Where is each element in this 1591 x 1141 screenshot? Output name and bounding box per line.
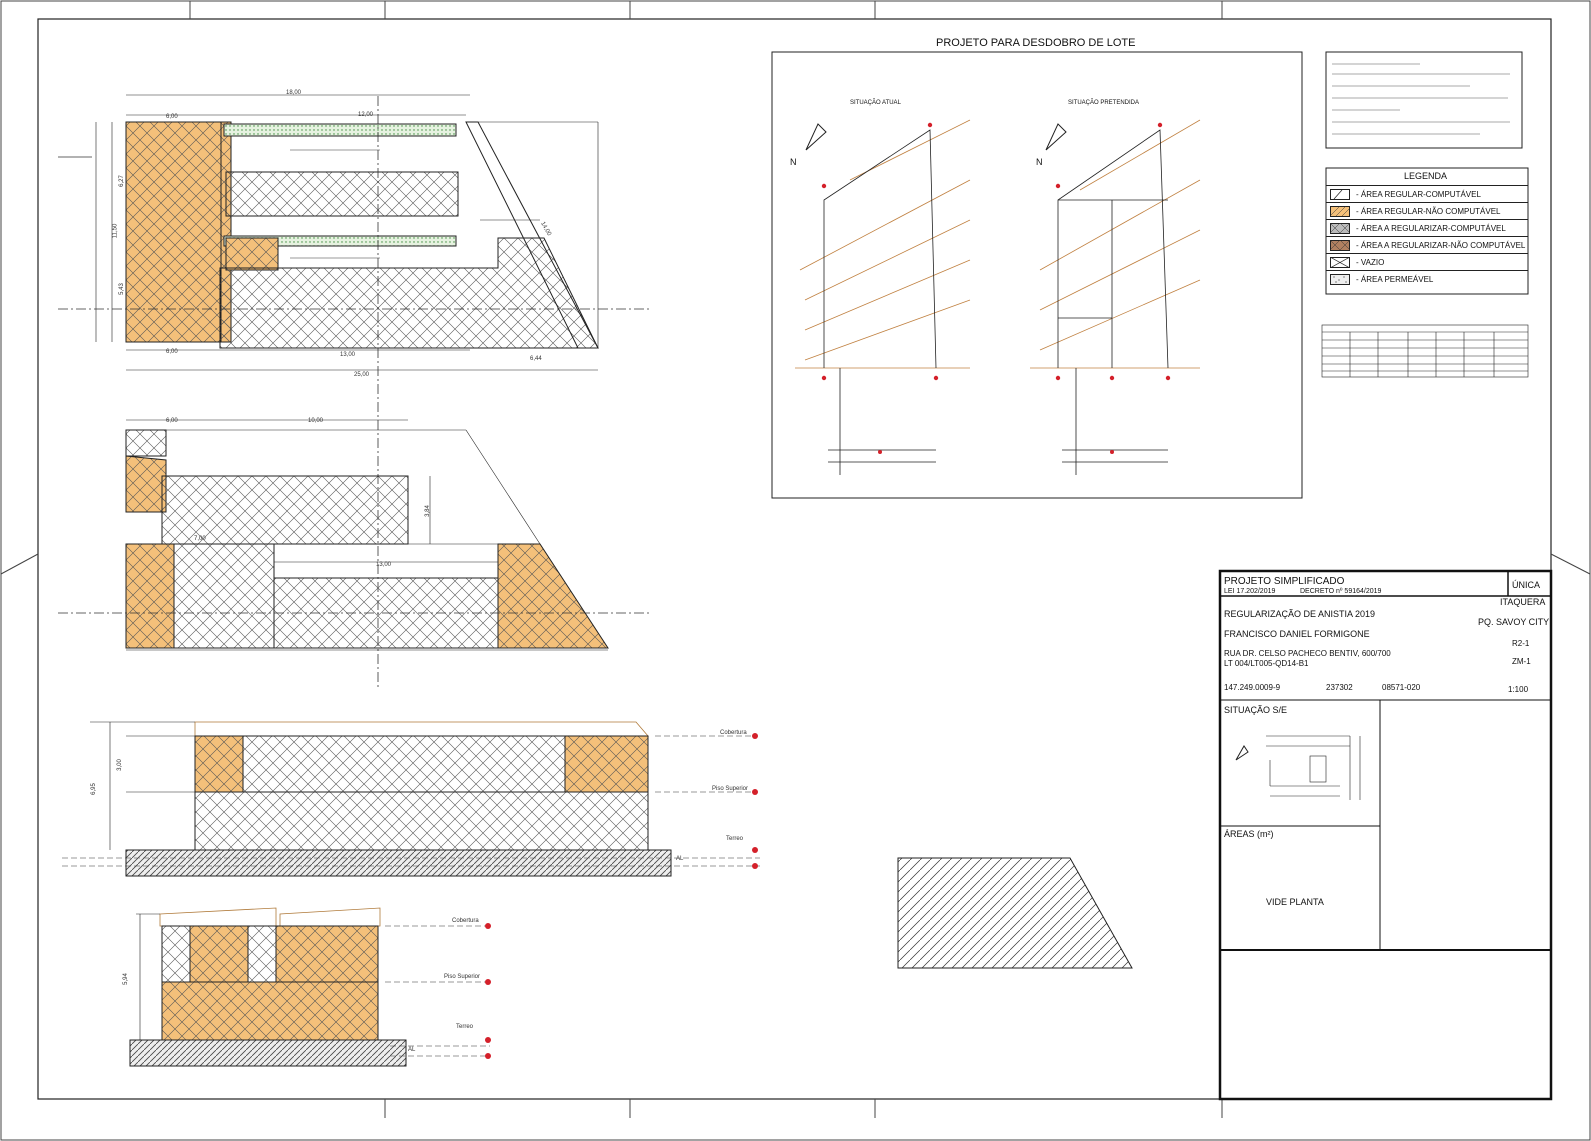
dim-bottom-c: 6,44 bbox=[530, 356, 542, 362]
dim-plan2-vertical: 3,84 bbox=[424, 505, 431, 517]
level-terreo-1: Terreo bbox=[726, 836, 744, 842]
cross-hatch-swatch bbox=[1330, 223, 1350, 234]
dim-top-left: 6,00 bbox=[166, 114, 178, 120]
level-al-1: AL bbox=[676, 856, 684, 862]
level-cobertura-2: Cobertura bbox=[452, 918, 479, 924]
level-al-2: AL bbox=[408, 1047, 416, 1053]
project-type: PROJETO SIMPLIFICADO bbox=[1224, 576, 1345, 587]
decree-reference: DECRETO nº 59164/2019 bbox=[1300, 588, 1382, 595]
drawing-title: PROJETO PARA DESDOBRO DE LOTE bbox=[936, 37, 1136, 49]
legend-item-permeavel: - ÁREA PERMEÁVEL bbox=[1326, 270, 1528, 288]
situation-current-label: SITUAÇÃO ATUAL bbox=[850, 100, 901, 106]
contributor-number: 147.249.0009-9 bbox=[1224, 683, 1281, 692]
north-label-2: N bbox=[1036, 157, 1043, 167]
zone: ZM-1 bbox=[1512, 657, 1531, 666]
dim-bottom-total: 25,00 bbox=[354, 372, 370, 378]
neighborhood: PQ. SAVOY CITY bbox=[1478, 617, 1550, 627]
dim-section2-v: 5,94 bbox=[122, 973, 129, 985]
address: RUA DR. CELSO PACHECO BENTIV, 600/700 bbox=[1224, 649, 1391, 658]
legend: LEGENDA - ÁREA REGULAR-COMPUTÁVEL - ÁREA… bbox=[1326, 168, 1528, 294]
section-a bbox=[62, 721, 760, 877]
ground-floor-plan bbox=[58, 94, 650, 690]
dim-top-mid: 12,00 bbox=[358, 112, 374, 118]
section-b bbox=[129, 907, 491, 1067]
legend-item-regularizar-computavel: - ÁREA A REGULARIZAR-COMPUTÁVEL bbox=[1326, 219, 1528, 237]
subject: REGULARIZAÇÃO DE ANISTIA 2019 bbox=[1224, 609, 1376, 619]
lot-code: R2-1 bbox=[1512, 639, 1530, 648]
prefecture: ITAQUERA bbox=[1500, 597, 1546, 607]
north-label-1: N bbox=[790, 157, 797, 167]
dim-section-v1: 3,00 bbox=[116, 759, 123, 771]
situation-heading: SITUAÇÃO S/E bbox=[1224, 705, 1288, 715]
diagonal-hatch-swatch bbox=[1330, 189, 1350, 200]
dim-left-a: 6,27 bbox=[118, 175, 125, 187]
level-terreo-2: Terreo bbox=[456, 1024, 474, 1030]
code-b: 08571-020 bbox=[1382, 683, 1421, 692]
lot-block: LT 004/LT005-QD14-B1 bbox=[1224, 659, 1309, 668]
dim-section-v2: 6,95 bbox=[90, 783, 97, 795]
situation-proposed-label: SITUAÇÃO PRETENDIDA bbox=[1068, 100, 1140, 106]
dim-left-b: 5,43 bbox=[118, 283, 125, 295]
areas-note: VIDE PLANTA bbox=[1266, 897, 1324, 907]
area-table bbox=[1321, 324, 1529, 378]
legend-item-vazio: - VAZIO bbox=[1326, 253, 1528, 271]
level-piso-superior-1: Piso Superior bbox=[712, 786, 749, 792]
dim-bottom-b: 13,00 bbox=[340, 352, 356, 358]
dim-plan2-mid2: 13,00 bbox=[376, 562, 392, 568]
legend-item-regular-nao-computavel: - ÁREA REGULAR-NÃO COMPUTÁVEL bbox=[1326, 202, 1528, 220]
code-a: 237302 bbox=[1326, 683, 1353, 692]
upper-floor-plan bbox=[58, 419, 650, 651]
brown-cross-hatch-swatch bbox=[1330, 240, 1350, 251]
dotted-swatch bbox=[1330, 274, 1350, 285]
scale: 1:100 bbox=[1508, 685, 1529, 694]
dim-plan2-mid: 7,00 bbox=[194, 536, 206, 542]
legend-item-regularizar-nao-computavel: - ÁREA A REGULARIZAR-NÃO COMPUTÁVEL bbox=[1326, 236, 1528, 254]
legend-title: LEGENDA bbox=[1404, 171, 1448, 181]
sheet-number: ÚNICA bbox=[1512, 580, 1541, 590]
x-mark-swatch bbox=[1330, 257, 1350, 268]
dim-plan2-top-b: 10,00 bbox=[308, 418, 324, 424]
title-block bbox=[1218, 569, 1553, 1101]
level-piso-superior-2: Piso Superior bbox=[444, 974, 481, 980]
owner-name: FRANCISCO DANIEL FORMIGONE bbox=[1224, 629, 1370, 639]
lot-split-box bbox=[771, 51, 1303, 499]
lot-area-diagram bbox=[897, 857, 1133, 969]
level-cobertura-1: Cobertura bbox=[720, 730, 747, 736]
dim-top-total: 18,00 bbox=[286, 90, 302, 96]
dim-bottom-a: 6,00 bbox=[166, 349, 178, 355]
law-reference: LEI 17.202/2019 bbox=[1224, 588, 1276, 595]
areas-heading: ÁREAS (m²) bbox=[1224, 829, 1274, 839]
legend-item-regular-computavel: - ÁREA REGULAR-COMPUTÁVEL bbox=[1326, 185, 1528, 203]
orange-hatch-swatch bbox=[1330, 206, 1350, 217]
dim-left-total: 11,50 bbox=[112, 223, 119, 239]
dim-plan2-top-a: 6,00 bbox=[166, 418, 178, 424]
